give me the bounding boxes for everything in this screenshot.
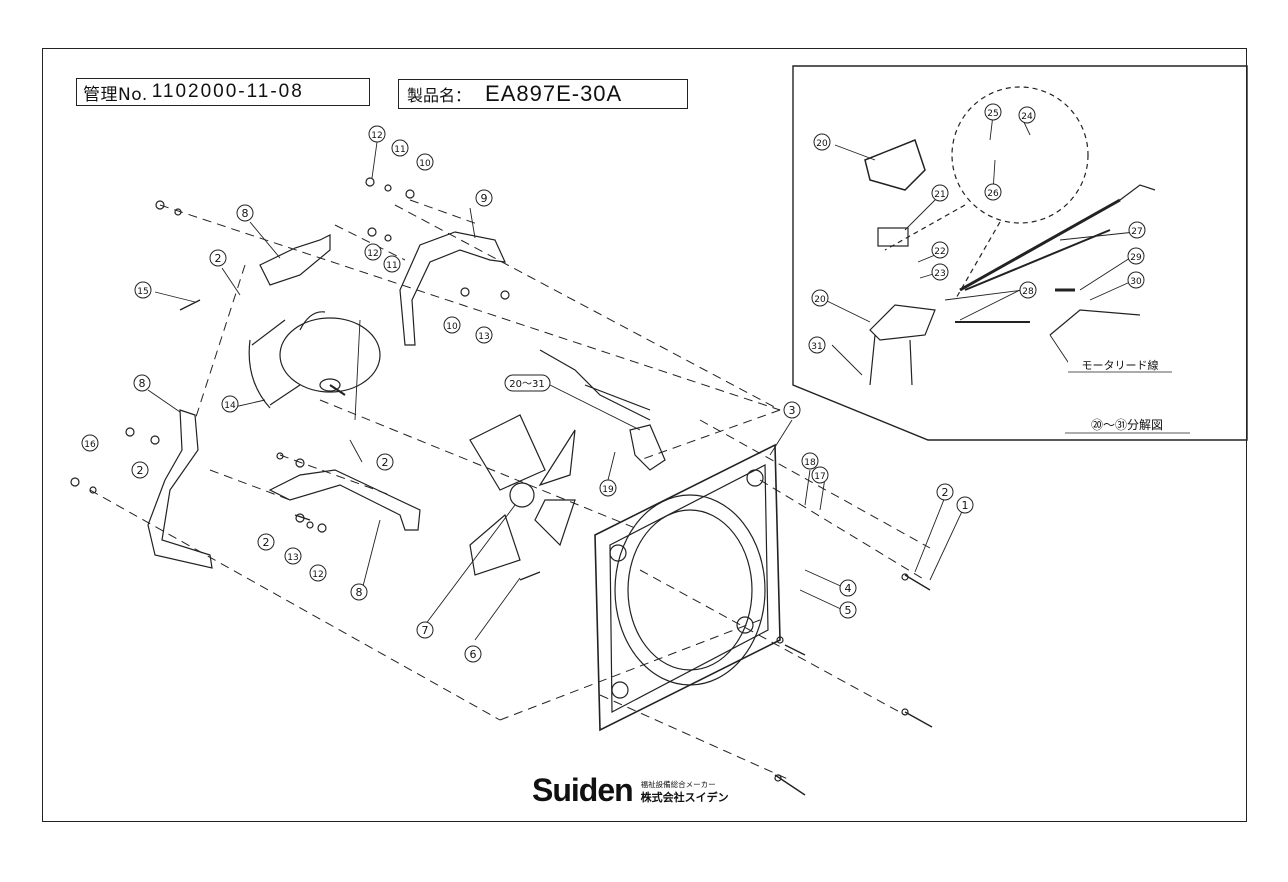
callout-4: 4 (845, 582, 852, 595)
callout-14: 14 (224, 401, 236, 411)
callout-20: 20 (816, 139, 828, 149)
callout-20: 20 (814, 295, 826, 305)
callout-7: 7 (422, 624, 429, 637)
callout-12: 12 (312, 570, 323, 580)
callout-18: 18 (804, 458, 816, 468)
callout-8: 8 (356, 586, 363, 599)
callout-11: 11 (394, 145, 405, 155)
product-name-box: 製品名： EA897E-30A (398, 79, 688, 109)
callout-28: 28 (1022, 287, 1034, 297)
callout-17: 17 (814, 472, 825, 482)
callout-24: 24 (1021, 112, 1033, 122)
product-name-label: 製品名： (407, 86, 472, 105)
callout-20-31: 20～31 (504, 374, 551, 392)
callout-8: 8 (139, 377, 146, 390)
callout-9: 9 (481, 192, 488, 205)
callout-23: 23 (934, 269, 945, 279)
callout-6: 6 (470, 648, 477, 661)
svg-text:20～31: 20～31 (509, 379, 544, 390)
brand-company-name: 株式会社スイデン (640, 790, 729, 804)
callout-12: 12 (367, 249, 378, 259)
callout-29: 29 (1130, 253, 1142, 263)
callout-13: 13 (478, 332, 489, 342)
callout-16: 16 (84, 440, 96, 450)
callout-21: 21 (934, 190, 945, 200)
callout-13: 13 (287, 553, 298, 563)
callout-1: 1 (962, 499, 969, 512)
callout-11: 11 (386, 261, 397, 271)
callout-10: 10 (419, 159, 431, 169)
callout-15: 15 (137, 287, 148, 297)
callout-2: 2 (215, 252, 222, 265)
product-name-value: EA897E-30A (485, 81, 623, 106)
callout-3: 3 (789, 404, 796, 417)
motor-lead-label: モータリード線 (1082, 358, 1159, 372)
suiden-logo: Suiden 福祉設備総合メーカー 株式会社スイデン (532, 772, 729, 809)
callout-2: 2 (942, 486, 949, 499)
callout-27: 27 (1131, 227, 1142, 237)
exploded-view-label: ⑳～㉛分解図 (1091, 418, 1163, 432)
callout-2: 2 (382, 456, 389, 469)
callout-26: 26 (987, 189, 999, 199)
callout-2: 2 (263, 536, 270, 549)
callout-2: 2 (137, 464, 144, 477)
callout-12: 12 (371, 131, 382, 141)
callout-5: 5 (845, 604, 852, 617)
callout-19: 19 (602, 485, 614, 495)
management-number-value: 1102000-11-08 (151, 81, 304, 102)
brand-logo-text: Suiden (532, 772, 634, 808)
callout-22: 22 (934, 247, 945, 257)
callout-8: 8 (242, 207, 249, 220)
callout-25: 25 (987, 109, 998, 119)
callout-31: 31 (811, 342, 822, 352)
brand-tagline: 福祉設備総合メーカー (640, 779, 716, 789)
management-number-label: 管理No. (83, 84, 148, 105)
callout-10: 10 (446, 322, 458, 332)
management-number-box: 管理No. 1102000-11-08 (76, 78, 370, 106)
callout-30: 30 (1130, 277, 1142, 287)
